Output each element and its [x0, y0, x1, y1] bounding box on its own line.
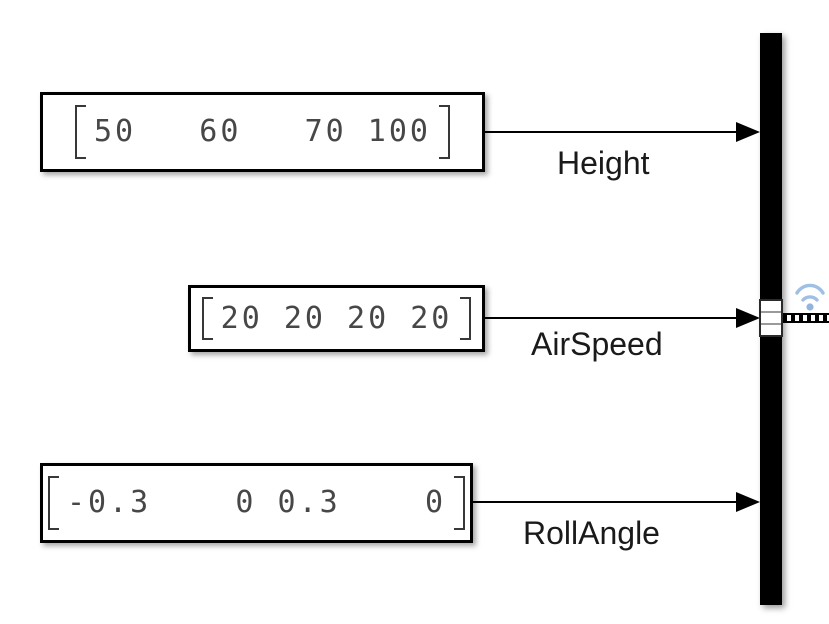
- constant-value: 20 20 20 20: [220, 300, 453, 336]
- port-badge-row: [761, 325, 781, 335]
- signal-wire-height[interactable]: [485, 131, 736, 133]
- constant-block-height[interactable]: 50 60 70 100: [40, 92, 485, 172]
- right-bracket: [438, 105, 450, 159]
- signal-wire-rollangle[interactable]: [473, 501, 736, 503]
- constant-value: -0.3 0 0.3 0: [66, 485, 447, 520]
- streamed-output-signal[interactable]: [783, 313, 829, 323]
- port-badge-row: [761, 313, 781, 325]
- right-bracket: [460, 296, 472, 341]
- output-port-badge[interactable]: [759, 299, 783, 337]
- signal-label-rollangle[interactable]: RollAngle: [523, 515, 660, 551]
- arrowhead-icon: [736, 492, 760, 512]
- wifi-dot: [806, 303, 814, 311]
- left-bracket: [47, 476, 59, 530]
- arrowhead-icon: [736, 308, 760, 328]
- right-bracket: [454, 476, 466, 530]
- arrowhead-icon: [736, 122, 760, 142]
- left-bracket: [201, 296, 213, 341]
- constant-block-rollangle[interactable]: -0.3 0 0.3 0: [40, 463, 473, 543]
- left-bracket: [75, 105, 86, 159]
- signal-label-height[interactable]: Height: [557, 145, 650, 181]
- constant-value: 50 60 70 100: [94, 114, 431, 149]
- constant-block-airspeed[interactable]: 20 20 20 20: [188, 285, 485, 352]
- wifi-inner-arc: [801, 295, 819, 302]
- wifi-outer-arc: [795, 283, 825, 295]
- signal-label-airspeed[interactable]: AirSpeed: [531, 326, 663, 362]
- port-badge-row: [761, 301, 781, 313]
- wifi-icon[interactable]: [791, 276, 827, 312]
- signal-wire-airspeed[interactable]: [485, 317, 736, 319]
